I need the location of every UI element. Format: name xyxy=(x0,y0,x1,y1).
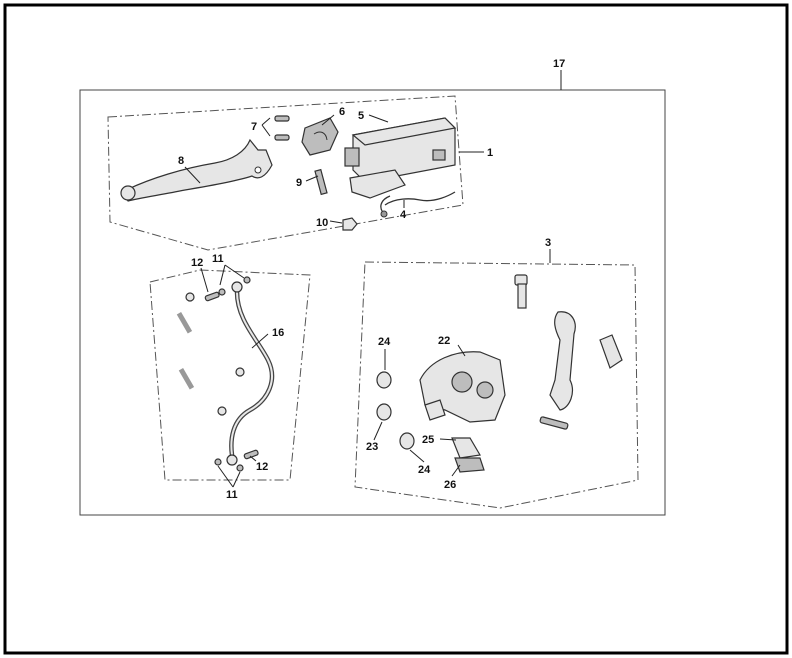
master-cylinder-group: 1 5 6 7 8 9 4 10 xyxy=(107,95,493,251)
callout-7: 7 xyxy=(251,121,257,133)
caliper-group: 3 22 24 23 24 25 26 xyxy=(354,237,639,509)
callout-8: 8 xyxy=(178,155,184,167)
callout-12-bottom: 12 xyxy=(256,461,268,473)
brake-hose-group: 16 11 12 11 12 xyxy=(149,253,311,501)
hose-print-decoration xyxy=(176,311,195,390)
callout-5: 5 xyxy=(358,110,364,122)
callout-23: 23 xyxy=(366,441,378,453)
caliper-bolt xyxy=(539,416,569,430)
page-border xyxy=(3,3,789,655)
banjo-fittings xyxy=(185,276,259,472)
callout-24-bottom: 24 xyxy=(418,464,431,476)
caliper-bracket xyxy=(549,311,576,411)
slide-pin xyxy=(599,334,623,369)
callout-4: 4 xyxy=(400,209,407,221)
callout-17: 17 xyxy=(553,58,565,70)
brake-caliper xyxy=(419,351,506,423)
callout-25: 25 xyxy=(422,434,434,446)
callout-11-bottom: 11 xyxy=(226,489,238,501)
screw-pair xyxy=(274,115,290,141)
long-bolt xyxy=(514,274,528,309)
nut xyxy=(342,217,358,231)
callout-16: 16 xyxy=(272,327,284,339)
washers xyxy=(376,371,415,450)
pivot-bolt xyxy=(314,168,328,196)
callout-12-top: 12 xyxy=(191,257,203,269)
callout-9: 9 xyxy=(296,177,302,189)
callout-22: 22 xyxy=(438,335,450,347)
callout-1: 1 xyxy=(487,147,493,159)
assembly-frame: 17 xyxy=(79,58,666,516)
master-cylinder xyxy=(344,117,457,199)
brake-lever xyxy=(120,138,273,202)
callout-11-top: 11 xyxy=(212,253,224,265)
callout-24-top: 24 xyxy=(378,336,391,348)
callout-26: 26 xyxy=(444,479,456,491)
callout-6: 6 xyxy=(339,106,345,118)
brake-light-switch xyxy=(380,191,456,218)
callout-10: 10 xyxy=(316,217,328,229)
callout-3: 3 xyxy=(545,237,551,249)
